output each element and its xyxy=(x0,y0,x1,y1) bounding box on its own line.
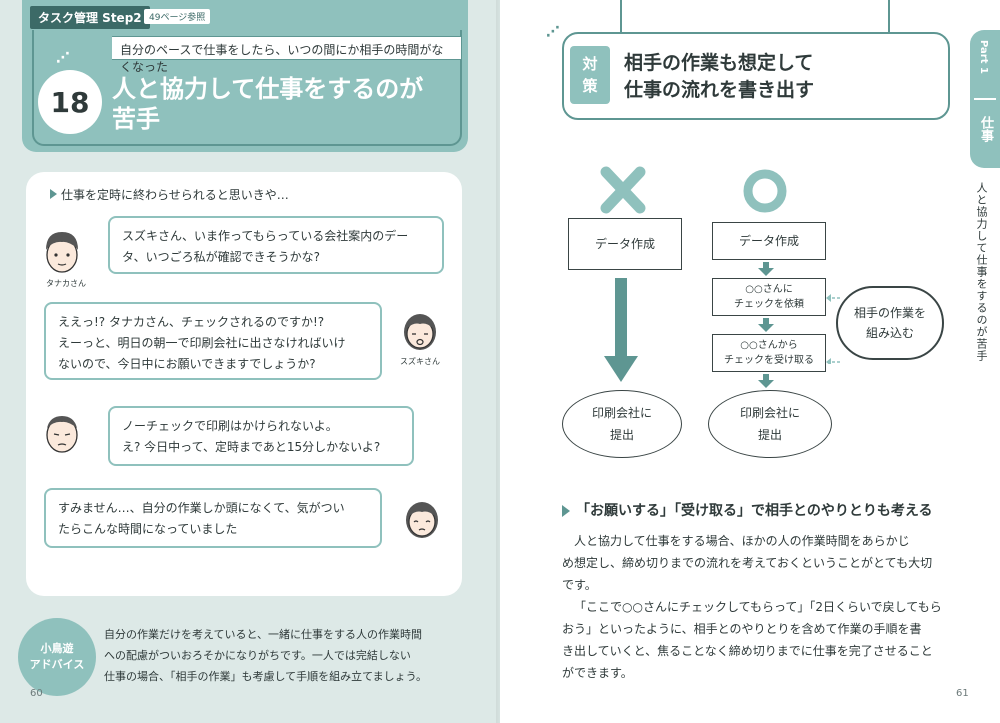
side-divider xyxy=(974,98,996,100)
side-category: 仕事 xyxy=(978,116,993,142)
solution-tag: 対 策 xyxy=(570,46,610,104)
reference-tag: 49ページ参照 xyxy=(144,9,211,24)
title-line-2: 苦手 xyxy=(112,105,160,133)
subtitle: 自分のペースで仕事をしたら、いつの間にか相手の時間がなくなった xyxy=(112,36,462,74)
advice-badge: 小鳥遊 アドバイス xyxy=(18,618,96,696)
good-step-3-box: ○○さんからチェックを受け取る xyxy=(712,334,826,372)
body-text: 人と協力して仕事をする場合、ほかの人の作業時間をあらかじ め想定し、締め切りまで… xyxy=(562,534,942,680)
section-heading: 「お願いする」「受け取る」で相手とのやりとりも考える xyxy=(562,500,932,520)
dialogue-bubble-4: すみません…、自分の作業しか頭になくて、気がつい たらこんな時間になっていました xyxy=(44,488,382,548)
hanger-line xyxy=(620,0,622,32)
speaker-name: タナカさん xyxy=(46,279,86,288)
good-step-1-box: データ作成 xyxy=(712,222,826,260)
intro-text: 仕事を定時に終わらせられると思いきや… xyxy=(50,186,289,203)
page-title: 人と協力して仕事をするのが 苦手 xyxy=(112,74,442,134)
tanaka-avatar-icon xyxy=(46,232,78,273)
advice-text: 自分の作業だけを考えていると、一緒に仕事をする人の作業時間 への配慮がついおろそ… xyxy=(104,628,427,683)
step-tag: タスク管理 Step2 xyxy=(30,6,150,29)
dashed-pointer-icon xyxy=(826,294,840,364)
tanaka-avatar-icon xyxy=(46,416,78,453)
hanger-line xyxy=(888,0,890,32)
spark-icon: ⋰ xyxy=(56,50,70,66)
bad-step-box: データ作成 xyxy=(568,218,682,270)
arrow-down-icon xyxy=(758,318,774,332)
arrow-down-icon xyxy=(758,262,774,276)
title-line-1: 人と協力して仕事をするのが xyxy=(112,75,424,103)
suzuki-avatar-icon xyxy=(406,502,438,538)
long-arrow-icon xyxy=(604,278,638,382)
dialogue-bubble-1: スズキさん、いま作ってもらっている会社案内のデー タ、いつごろ私が確認できそうか… xyxy=(108,216,444,274)
solution-title: 相手の作業も想定して 仕事の流れを書き出す xyxy=(624,52,815,101)
good-step-2-box: ○○さんにチェックを依頼 xyxy=(712,278,826,316)
note-cloud: 相手の作業を組み込む xyxy=(836,286,944,360)
page-number-right: 61 xyxy=(956,688,969,699)
cross-mark-icon xyxy=(600,166,646,214)
triangle-icon xyxy=(562,505,570,517)
dialogue-bubble-2: ええっ!? タナカさん、チェックされるのですか!? えーっと、明日の朝一で印刷会… xyxy=(44,302,382,380)
spark-icon: ⋰ xyxy=(546,24,560,40)
suzuki-avatar-icon xyxy=(404,314,436,350)
dialogue-bubble-3: ノーチェックで印刷はかけられないよ。 え? 今日中って、定時まであと15分しかな… xyxy=(108,406,414,466)
side-title: 人と協力して仕事をするのが苦手 xyxy=(975,182,988,362)
page-number-left: 60 xyxy=(30,688,43,699)
side-part-label: Part 1 xyxy=(978,40,989,74)
speaker-name: スズキさん xyxy=(400,357,440,366)
arrow-down-icon xyxy=(758,374,774,388)
solution-box xyxy=(562,32,950,120)
triangle-icon xyxy=(50,189,57,199)
section-number: 18 xyxy=(38,70,102,134)
good-result-bubble: 印刷会社に提出 xyxy=(708,390,832,458)
bad-result-bubble: 印刷会社に提出 xyxy=(562,390,682,458)
circle-mark-icon xyxy=(743,169,787,213)
